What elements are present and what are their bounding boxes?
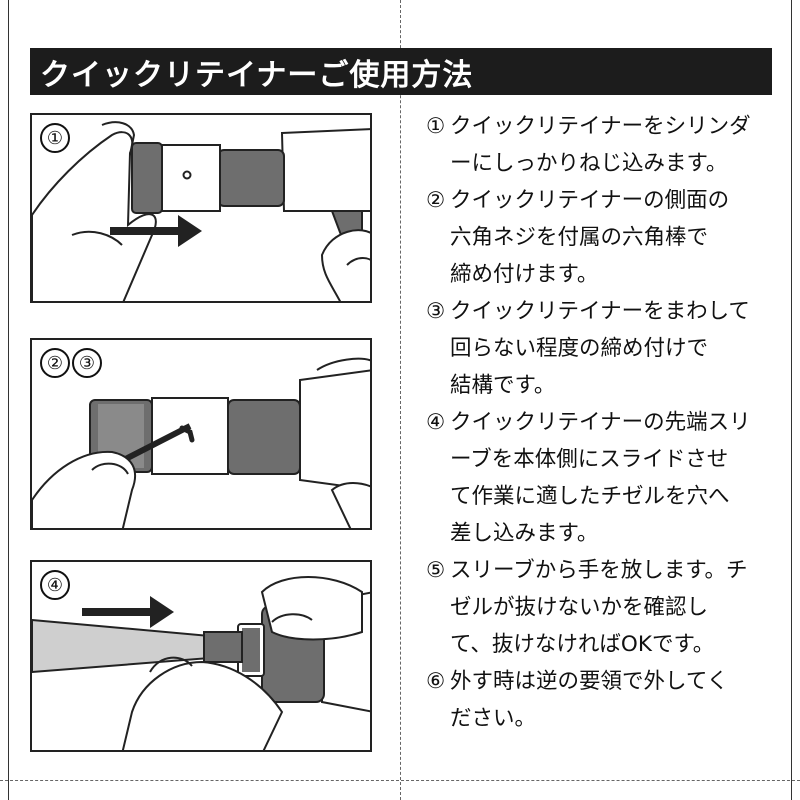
panel-2-step-tag: ② ③ — [40, 348, 102, 378]
bottom-cut-guide — [0, 780, 800, 781]
step-number-badge: ① — [40, 123, 70, 153]
center-fold-guide — [400, 0, 401, 800]
screw-in-illustration — [32, 121, 370, 301]
step-number-badge: ③ — [72, 348, 102, 378]
panel-3-step-tag: ④ — [40, 570, 70, 600]
panel-1-step-tag: ① — [40, 123, 70, 153]
chisel-insert-illustration — [32, 576, 370, 750]
title-banner: クイックリテイナーご使用方法 — [30, 48, 772, 95]
illustration-panel-3: ④ — [30, 560, 372, 752]
illustration-panel-1: ① — [30, 113, 372, 303]
left-edge-line — [8, 0, 9, 800]
step-number-badge: ② — [40, 348, 70, 378]
right-edge-line — [791, 0, 792, 800]
illustration-panel-2: ② ③ — [30, 338, 372, 530]
step-number-badge: ④ — [40, 570, 70, 600]
hex-key-illustration — [32, 357, 370, 528]
page-title: クイックリテイナーご使用方法 — [40, 57, 474, 93]
